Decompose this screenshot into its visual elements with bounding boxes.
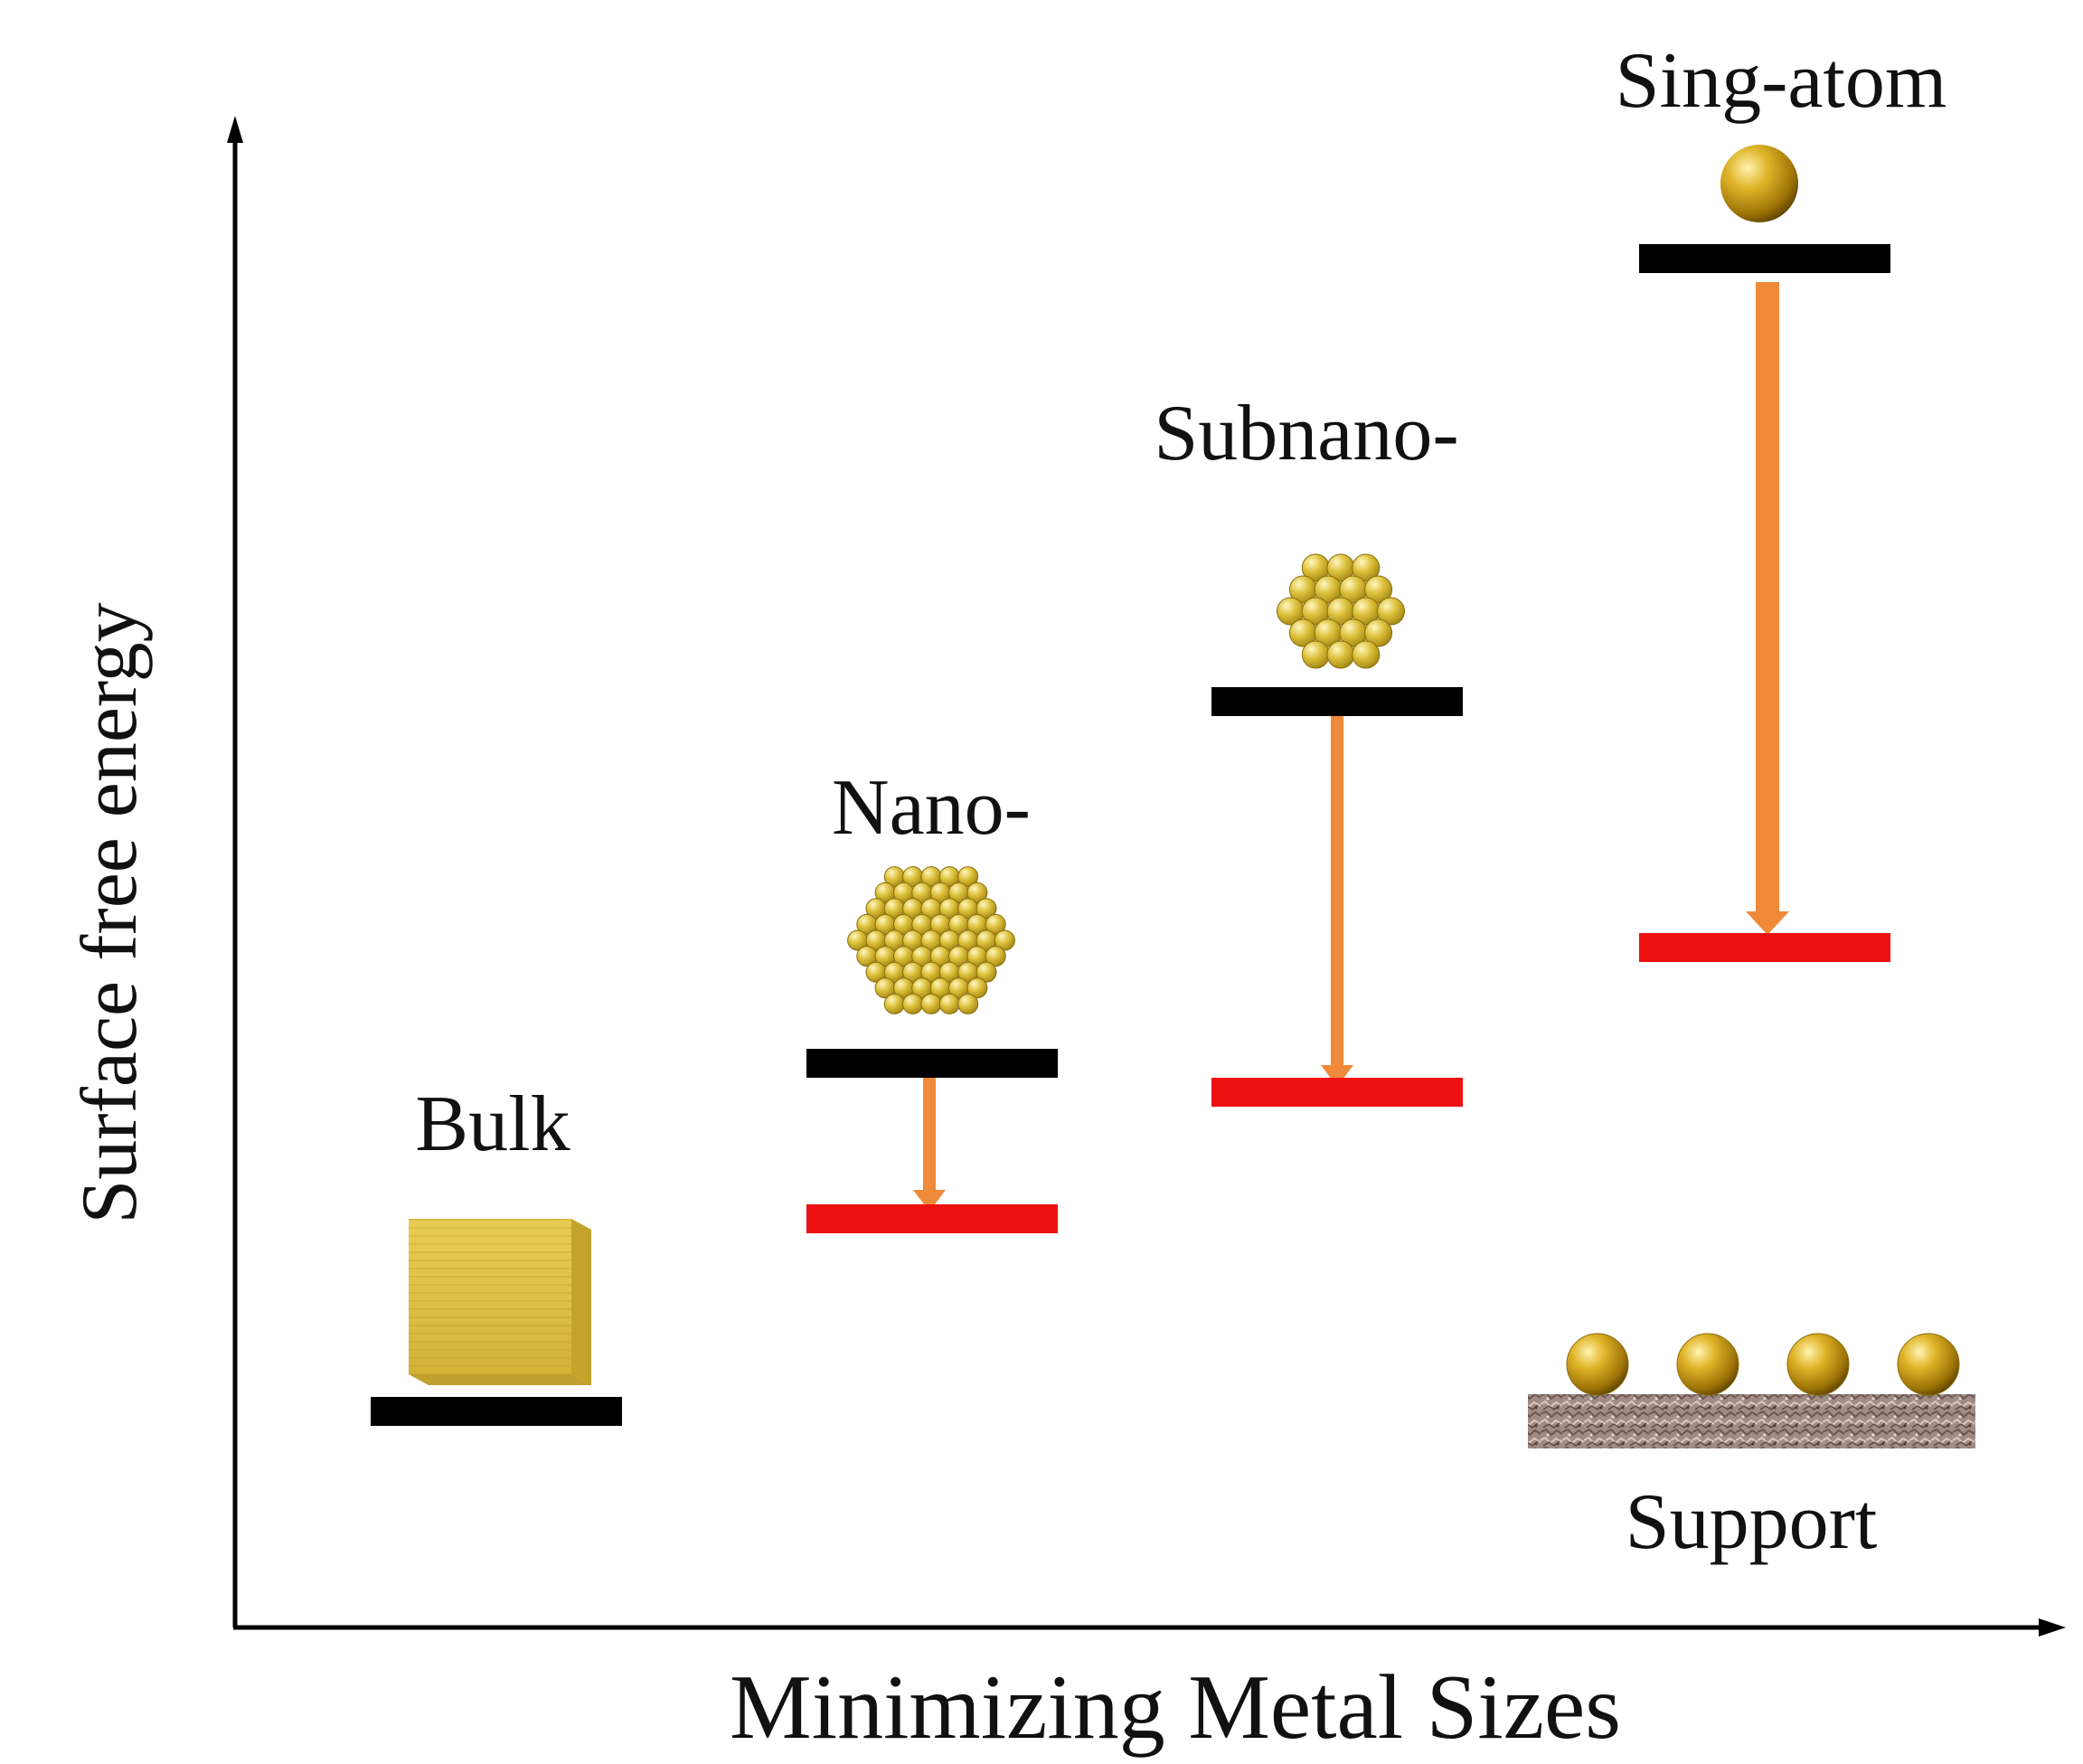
nano-atom [966,882,988,903]
subnano-atom [1364,618,1393,647]
nano-atom [902,993,924,1014]
stage-label-subnano: Subnano- [1154,390,1458,477]
support-atoms [1566,1333,1960,1396]
nano-atom [938,993,960,1014]
nano-atom [920,993,942,1014]
subnano-atom [1352,640,1381,669]
stage-bulk: Bulk [371,1080,622,1426]
subnano-atom [1301,640,1330,669]
nanoparticle-cluster-icon [847,866,1015,1014]
stage-label-bulk: Bulk [415,1080,570,1168]
support-atom [1897,1333,1960,1396]
subnano-atom [1377,597,1405,626]
energy-drop-arrowhead-subnano [1321,1065,1353,1087]
single-atom-sphere-icon [1720,145,1798,222]
level-nano-unsupported [806,1049,1058,1078]
subnano-atom [1352,553,1381,582]
support-group: Support [1528,1333,1975,1566]
x-axis-label: Minimizing Metal Sizes [730,1656,1621,1759]
stage-label-single-atom: Sing-atom [1616,37,1947,125]
nano-atom [976,961,997,983]
level-nano-supported [806,1204,1058,1233]
subnano-atom [1364,575,1393,604]
energy-drop-arrowhead-single-atom [1746,911,1789,935]
level-subnano-supported [1211,1078,1463,1107]
level-single-atom-unsupported [1639,244,1890,273]
axes [227,116,2066,1637]
nano-atom [957,866,979,888]
nano-atom [976,898,997,920]
stage-label-nano: Nano- [832,764,1031,852]
support-label: Support [1626,1478,1878,1566]
bulk-cube-icon [409,1219,591,1385]
subnano-atom [1326,640,1355,669]
nano-atom [985,946,1006,967]
y-axis-label: Surface free energy [66,602,154,1223]
support-atom [1566,1333,1629,1396]
nano-atom [883,993,905,1014]
nano-atom [966,977,988,999]
x-axis-arrowhead [2039,1618,2066,1637]
energy-drop-arrowhead-nano [913,1190,946,1212]
stage-nano: Nano- [806,764,1058,1233]
stage-subnano: Subnano- [1154,390,1463,1107]
y-axis-arrowhead [227,116,243,143]
subnano-cluster-icon [1277,553,1405,669]
nano-atom [994,929,1015,951]
nano-atom [985,913,1006,935]
level-bulk [371,1397,622,1426]
nano-atom [957,993,979,1014]
support-atom [1786,1333,1850,1396]
stage-single-atom: Sing-atom [1616,37,1947,962]
level-single-atom-supported [1639,933,1890,962]
support-atom [1676,1333,1739,1396]
support-substrate-icon [1528,1394,1975,1448]
level-subnano-unsupported [1211,687,1463,716]
